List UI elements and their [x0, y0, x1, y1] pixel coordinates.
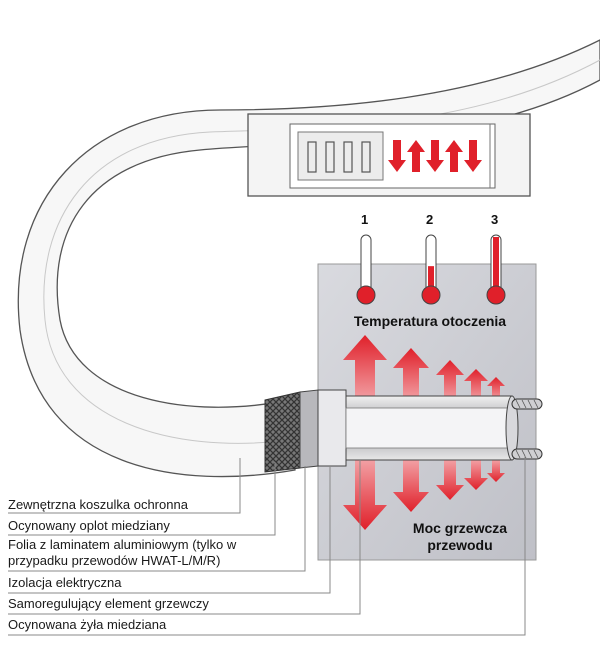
leader-lines	[8, 456, 526, 636]
layer-label-aluminium-foil-line1: Folia z laminatem aluminiowym (tylko w	[8, 537, 237, 552]
layer-label-outer-jacket: Zewnętrzna koszulka ochronna	[8, 497, 188, 512]
thermometer-1	[356, 234, 376, 305]
thermometer-1-bulb	[356, 285, 376, 305]
layer-label-aluminium-foil-line2: przypadku przewodów HWAT-L/M/R)	[8, 553, 221, 568]
thermometer-2-bulb	[421, 285, 441, 305]
inset-element-bars	[307, 141, 371, 173]
heating-power-label-line2: przewodu	[427, 537, 493, 553]
layer-label-heating-element: Samoregulujący element grzewczy	[8, 596, 209, 611]
layer-label-copper-conductor: Ocynowana żyła miedziana	[8, 617, 167, 632]
ambient-temperature-label: Temperatura otoczenia	[353, 313, 507, 329]
thermometer-3-bulb	[486, 285, 506, 305]
thermometer-3	[486, 234, 506, 305]
layer-label-tinned-braid: Ocynowany oplot miedziany	[8, 518, 170, 533]
thermometer-2-level	[428, 266, 434, 290]
cable-cross-section	[264, 389, 543, 473]
thermometer-2	[421, 234, 441, 305]
layer-label-insulation: Izolacja elektryczna	[8, 575, 122, 590]
inset-heat-arrows	[388, 140, 482, 172]
heat-arrows	[343, 335, 505, 530]
thermometer-number-3: 3	[491, 212, 499, 227]
thermometer-number-1: 1	[361, 212, 369, 227]
thermometer-number-2: 2	[426, 212, 434, 227]
heating-power-label-line1: Moc grzewcza	[412, 520, 508, 536]
copper-wires	[511, 398, 543, 460]
thermometer-3-level	[493, 237, 499, 290]
thermometer-group	[356, 234, 506, 305]
cable-jacket	[17, 39, 600, 478]
